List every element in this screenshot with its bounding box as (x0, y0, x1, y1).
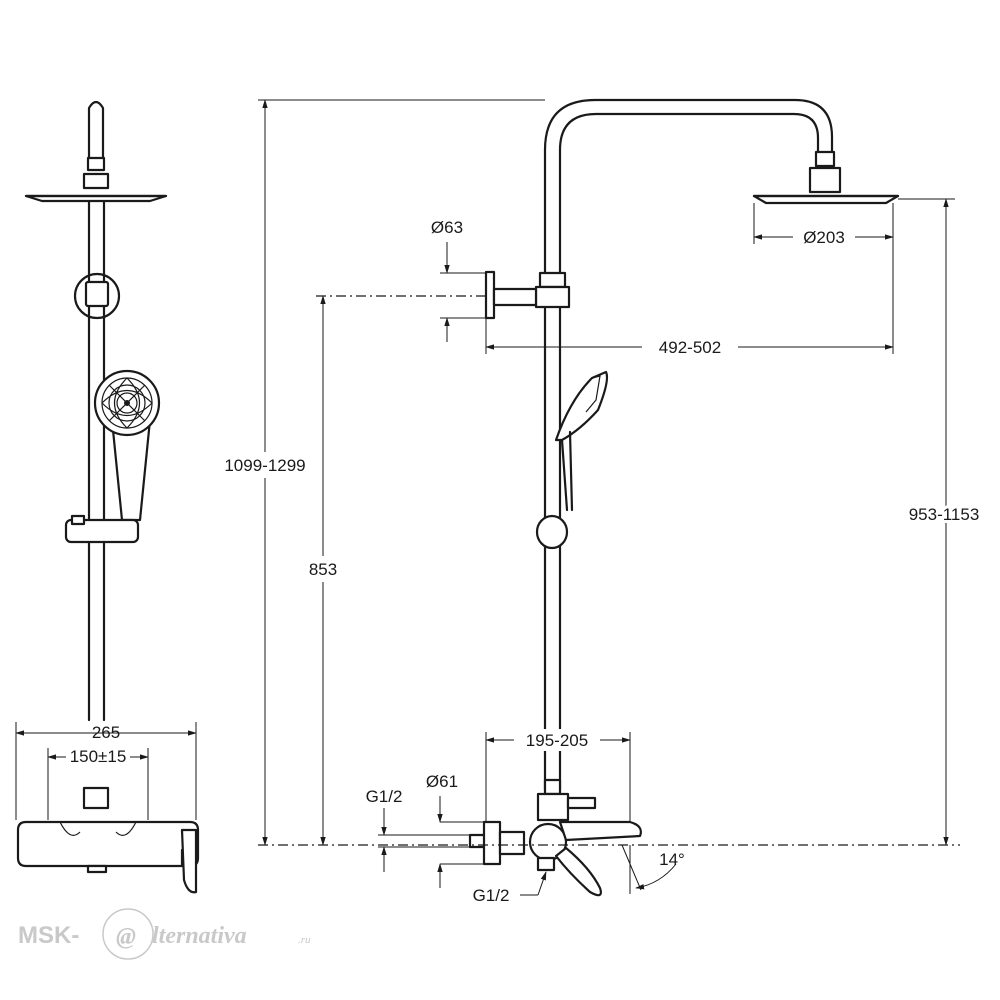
side-dimensions (212, 99, 960, 896)
front-view (15, 100, 200, 894)
dim-total-height: 1099-1299 (224, 456, 305, 475)
mixer-front (16, 786, 200, 894)
dim-mixer-width: 265 (92, 723, 120, 742)
dim-head-diameter: Ø203 (803, 228, 845, 247)
dim-flange-diameter: Ø63 (431, 218, 463, 237)
dim-arm-reach: 492-502 (659, 338, 721, 357)
watermark-script: lternativa (152, 923, 247, 949)
dim-spout-angle: 14° (659, 850, 685, 869)
hand-shower-front (93, 369, 161, 522)
dim-thread-top: G1/2 (366, 787, 403, 806)
dim-outlet-height: 853 (309, 560, 337, 579)
dim-head-height: 953-1153 (909, 505, 980, 524)
side-view (468, 98, 900, 897)
hand-shower-side (554, 370, 609, 512)
dim-thread-bottom: G1/2 (473, 886, 510, 905)
dim-centers: 150±15 (70, 747, 127, 766)
watermark-tld: .ru (298, 934, 311, 946)
watermark-brand: MSK- (18, 922, 79, 949)
dim-spout-length: 195-205 (526, 731, 588, 750)
watermark: MSK- @ lternativa .ru (18, 908, 311, 960)
mixer-side (468, 778, 642, 897)
watermark-at-mark: @ (116, 924, 136, 950)
dim-escutcheon-diameter: Ø61 (426, 772, 458, 791)
